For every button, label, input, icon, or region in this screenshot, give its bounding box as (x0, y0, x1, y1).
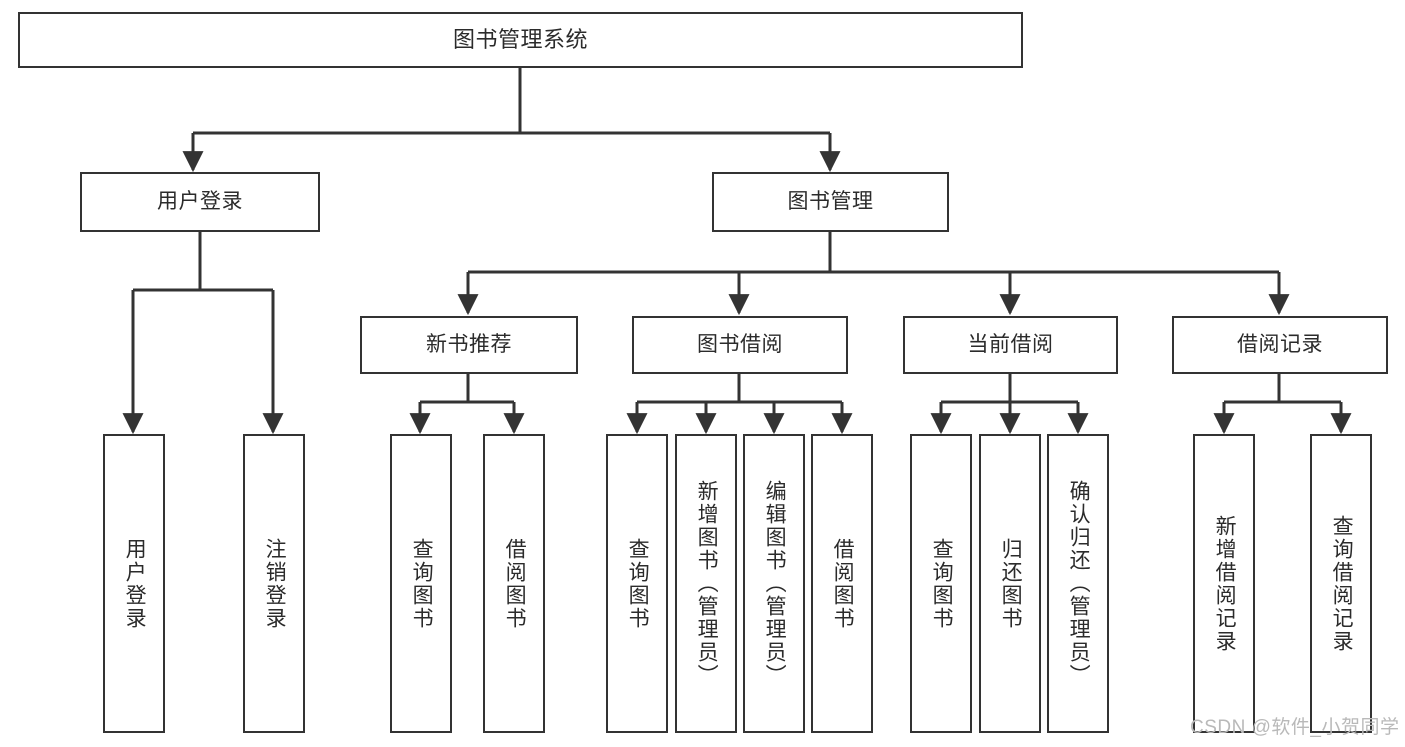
node-label: 借阅图书 (503, 537, 527, 630)
node-leaf-edit-book[interactable]: 编辑图书（管理员） (743, 434, 805, 733)
node-leaf-add-borrow-record[interactable]: 新增借阅记录 (1193, 434, 1255, 733)
node-leaf-logout-login[interactable]: 注销登录 (243, 434, 305, 733)
node-new-book-recommend[interactable]: 新书推荐 (360, 316, 578, 374)
node-book-management[interactable]: 图书管理 (712, 172, 949, 232)
node-label: 查询图书 (410, 537, 434, 630)
node-label: 新增图书（管理员） (695, 480, 719, 687)
node-leaf-borrow-book-2[interactable]: 借阅图书 (811, 434, 873, 733)
node-leaf-query-book-1[interactable]: 查询图书 (390, 434, 452, 733)
node-user-login[interactable]: 用户登录 (80, 172, 320, 232)
node-label: 注销登录 (263, 537, 287, 630)
node-label: 图书借阅 (697, 332, 783, 356)
node-label: 用户登录 (157, 189, 243, 213)
node-label: 借阅记录 (1237, 332, 1323, 356)
node-label: 用户登录 (123, 537, 147, 630)
node-leaf-add-book[interactable]: 新增图书（管理员） (675, 434, 737, 733)
node-label: 查询借阅记录 (1330, 514, 1354, 653)
node-current-borrow[interactable]: 当前借阅 (903, 316, 1118, 374)
node-label: 当前借阅 (967, 332, 1054, 356)
node-label: 新书推荐 (426, 332, 512, 356)
node-label: 图书管理 (787, 189, 874, 213)
node-label: 查询图书 (626, 537, 650, 630)
node-leaf-query-borrow-record[interactable]: 查询借阅记录 (1310, 434, 1372, 733)
node-label: 查询图书 (930, 537, 954, 630)
node-label: 新增借阅记录 (1213, 514, 1237, 653)
node-label: 归还图书 (999, 537, 1023, 630)
node-leaf-query-book-3[interactable]: 查询图书 (910, 434, 972, 733)
csdn-watermark: CSDN @软件_小贺同学 (1190, 717, 1400, 738)
node-leaf-confirm-return[interactable]: 确认归还（管理员） (1047, 434, 1109, 733)
node-label: 借阅图书 (831, 537, 855, 630)
node-leaf-borrow-book-1[interactable]: 借阅图书 (483, 434, 545, 733)
node-label: 编辑图书（管理员） (763, 480, 787, 687)
node-label: 图书管理系统 (452, 27, 588, 53)
node-leaf-query-book-2[interactable]: 查询图书 (606, 434, 668, 733)
node-root-book-management-system[interactable]: 图书管理系统 (18, 12, 1023, 68)
node-leaf-return-book[interactable]: 归还图书 (979, 434, 1041, 733)
node-borrow-record[interactable]: 借阅记录 (1172, 316, 1388, 374)
node-book-borrow[interactable]: 图书借阅 (632, 316, 848, 374)
node-leaf-user-login[interactable]: 用户登录 (103, 434, 165, 733)
node-label: 确认归还（管理员） (1067, 480, 1091, 687)
